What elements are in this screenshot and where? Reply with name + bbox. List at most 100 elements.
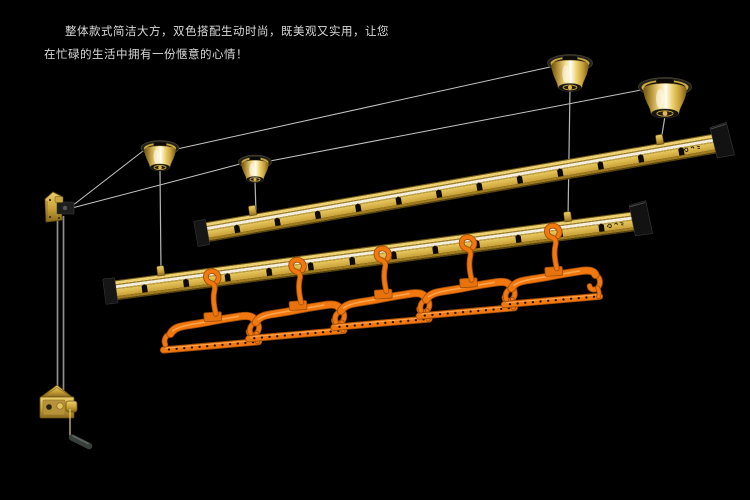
drying-rails-layer — [102, 121, 735, 305]
bracket-pulley-axle — [62, 205, 68, 211]
hanger-hole — [276, 335, 279, 338]
hanger-hole — [253, 337, 256, 340]
hanger-hook-hub — [288, 300, 308, 311]
hanger-bottom-highlight — [335, 316, 428, 327]
hanger-hole — [484, 309, 488, 312]
rail-profile-band — [202, 141, 720, 239]
ceiling-mounts-layer — [140, 54, 692, 183]
cable-clip — [156, 265, 166, 277]
lifting-cable — [269, 89, 642, 162]
hanger-top-highlight — [172, 315, 240, 332]
hanger-hole — [244, 341, 247, 344]
mount-base-pin — [253, 177, 257, 182]
hanger-bottom-bar — [331, 316, 432, 331]
ceiling-mount — [238, 154, 272, 183]
lifting-cables-layer — [56, 66, 666, 391]
crank-grip-highlight — [72, 435, 89, 445]
hanger-hook — [203, 269, 221, 316]
end-cap-highlight — [629, 202, 646, 208]
lifting-cable — [71, 163, 241, 209]
wall-bracket-layer — [44, 191, 75, 223]
rail-profile-band — [201, 134, 718, 227]
hanger-bottom-highlight — [420, 305, 513, 315]
hanger-hole — [516, 302, 519, 305]
clothes-hanger — [245, 257, 348, 343]
cable-clip — [655, 134, 665, 146]
hanger-hook — [374, 246, 392, 294]
hanger-hole — [399, 320, 402, 323]
suspension-drop-cable — [159, 169, 162, 272]
pole-socket-hole — [233, 224, 241, 234]
hanger-hook — [289, 257, 306, 305]
mount-cup-highlight — [153, 149, 160, 164]
rail-profile-band — [204, 151, 721, 243]
hanger-top-highlight — [257, 304, 325, 321]
winder-slot — [46, 404, 52, 410]
hanger-hole — [306, 332, 309, 335]
hanger-hole — [376, 322, 379, 325]
rail-profile-band — [110, 211, 637, 282]
bracket-screw — [48, 198, 52, 202]
hanger-hole — [431, 313, 434, 317]
hanger-hole — [183, 347, 186, 350]
hanger-bottom-bar — [245, 327, 347, 342]
lifting-cable — [71, 150, 144, 207]
cable-clip — [248, 205, 258, 217]
hanger-hole — [562, 298, 565, 301]
mount-cup — [643, 83, 687, 118]
brand-logo-icon — [683, 145, 701, 152]
pole-socket-hole — [314, 210, 322, 220]
pole-socket-hole — [390, 251, 397, 260]
hanger-hole — [492, 308, 495, 311]
hanger-top-highlight — [513, 270, 581, 287]
pole-socket-hole — [637, 154, 645, 163]
mount-cup — [241, 160, 269, 183]
drying-rail-upper — [193, 121, 735, 247]
lifting-cable — [176, 66, 551, 150]
ceiling-mount — [547, 54, 593, 92]
hanger-hole — [329, 330, 332, 333]
hanger-hole — [321, 331, 325, 334]
pole-socket-hole — [224, 273, 231, 282]
hanger-bottom-highlight — [164, 339, 258, 349]
pole-socket-hole — [557, 168, 564, 177]
caption-line-2: 在忙碌的生活中拥有一份惬意的心情！ — [44, 47, 248, 61]
mount-cup — [551, 59, 589, 92]
hanger-hole — [524, 301, 527, 304]
crank-handle-grip — [68, 434, 93, 450]
hanger-hole — [236, 342, 239, 345]
hanger-hole — [283, 334, 287, 337]
hanger-hole — [446, 312, 449, 315]
hanger-hole — [577, 296, 580, 300]
hanger-hole — [221, 343, 224, 346]
pole-socket-hole — [432, 245, 439, 255]
rail-profile-band — [203, 148, 721, 242]
suspension-drop-cable — [567, 88, 571, 220]
pole-socket-hole — [598, 223, 605, 232]
clothes-hanger — [500, 222, 604, 309]
mount-cup — [144, 145, 176, 171]
hanger-hole — [569, 297, 573, 300]
hanger-hole — [228, 343, 232, 346]
hanger-hole — [547, 299, 550, 302]
rail-profile-band — [201, 136, 718, 228]
bracket-screw — [57, 216, 61, 220]
hanger-hole — [213, 344, 216, 347]
rail-profile-band — [112, 229, 639, 301]
hanger-hole — [500, 307, 503, 310]
hanger-hole — [407, 319, 410, 322]
bracket-cap — [54, 196, 64, 203]
pole-socket-hole — [597, 161, 604, 170]
caption-line-1: 整体款式简洁大方，双色搭配生动时尚，既美观又实用，让您 — [65, 24, 389, 38]
hanger-hole — [391, 320, 395, 324]
hanger-hole — [353, 324, 356, 327]
hanger-bottom-bar — [160, 338, 262, 353]
hanger-right-join — [596, 286, 601, 299]
hanger-bottom-highlight — [250, 328, 343, 338]
clothes-hanger — [159, 268, 263, 354]
hanger-top-highlight — [427, 281, 495, 298]
rail-profile-band — [110, 214, 637, 286]
hanger-hole — [592, 295, 596, 298]
pole-socket-hole — [266, 267, 273, 277]
